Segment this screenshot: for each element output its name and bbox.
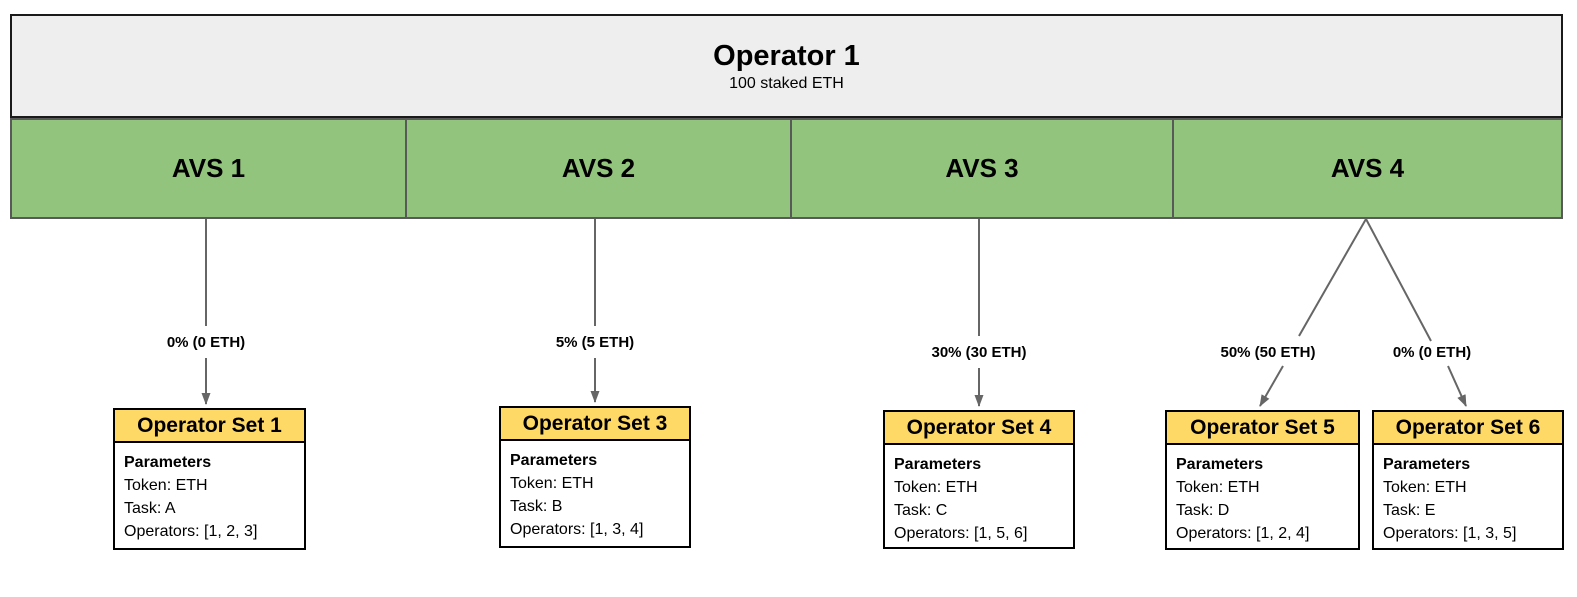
- operator-set-5-body: Parameters Token: ETH Task: D Operators:…: [1167, 445, 1358, 551]
- operator-set-3-body: Parameters Token: ETH Task: B Operators:…: [501, 441, 689, 547]
- operator-title: Operator 1: [713, 39, 860, 72]
- allocation-label-avs1: 0% (0 ETH): [163, 334, 249, 351]
- avs-cell-2: AVS 2: [405, 120, 790, 217]
- operators-line: Operators: [1, 3, 5]: [1383, 525, 1517, 542]
- operators-line: Operators: [1, 3, 4]: [510, 521, 644, 538]
- operator-stake-subtitle: 100 staked ETH: [729, 74, 844, 92]
- operator-set-5-title: Operator Set 5: [1167, 412, 1358, 445]
- token-line: Token: ETH: [510, 475, 594, 492]
- operator-set-1-box: Operator Set 1 Parameters Token: ETH Tas…: [113, 408, 306, 550]
- operator-box: Operator 1 100 staked ETH: [10, 14, 1563, 118]
- operator-set-1-title: Operator Set 1: [115, 410, 304, 443]
- operators-line: Operators: [1, 2, 3]: [124, 523, 258, 540]
- operator-set-5-box: Operator Set 5 Parameters Token: ETH Tas…: [1165, 410, 1360, 550]
- allocation-label-avs4-set5: 50% (50 ETH): [1217, 344, 1319, 361]
- operator-set-6-body: Parameters Token: ETH Task: E Operators:…: [1374, 445, 1562, 551]
- operator-set-1-body: Parameters Token: ETH Task: A Operators:…: [115, 443, 304, 549]
- allocation-label-avs2: 5% (5 ETH): [552, 334, 638, 351]
- params-heading: Parameters: [510, 452, 598, 469]
- task-line: Task: D: [1176, 502, 1230, 519]
- avs-cell-1: AVS 1: [171, 153, 246, 183]
- operator-set-4-body: Parameters Token: ETH Task: C Operators:…: [885, 445, 1073, 551]
- params-heading: Parameters: [894, 456, 982, 473]
- avs-cell-4: AVS 4: [1172, 120, 1561, 217]
- token-line: Token: ETH: [1176, 479, 1260, 496]
- task-line: Task: B: [510, 498, 563, 515]
- params-heading: Parameters: [1383, 456, 1471, 473]
- operator-set-3-title: Operator Set 3: [501, 408, 689, 441]
- token-line: Token: ETH: [124, 477, 208, 494]
- token-line: Token: ETH: [894, 479, 978, 496]
- avs-cell-3: AVS 3: [790, 120, 1172, 217]
- allocation-label-avs3: 30% (30 ETH): [928, 344, 1030, 361]
- avs-bar: AVS 1 AVS 2 AVS 3 AVS 4: [10, 118, 1563, 219]
- params-heading: Parameters: [1176, 456, 1264, 473]
- allocation-label-avs4-set6: 0% (0 ETH): [1389, 344, 1475, 361]
- operators-line: Operators: [1, 2, 4]: [1176, 525, 1310, 542]
- arrow-avs4-set5: [1259, 218, 1367, 407]
- operator-set-4-box: Operator Set 4 Parameters Token: ETH Tas…: [883, 410, 1075, 549]
- token-line: Token: ETH: [1383, 479, 1467, 496]
- task-line: Task: E: [1383, 502, 1436, 519]
- operator-set-4-title: Operator Set 4: [885, 412, 1073, 445]
- operators-line: Operators: [1, 5, 6]: [894, 525, 1028, 542]
- task-line: Task: C: [894, 502, 948, 519]
- params-heading: Parameters: [124, 454, 212, 471]
- operator-set-6-title: Operator Set 6: [1374, 412, 1562, 445]
- operator-set-6-box: Operator Set 6 Parameters Token: ETH Tas…: [1372, 410, 1564, 550]
- operator-set-3-box: Operator Set 3 Parameters Token: ETH Tas…: [499, 406, 691, 548]
- arrow-avs4-set6: [1365, 218, 1467, 407]
- task-line: Task: A: [124, 500, 176, 517]
